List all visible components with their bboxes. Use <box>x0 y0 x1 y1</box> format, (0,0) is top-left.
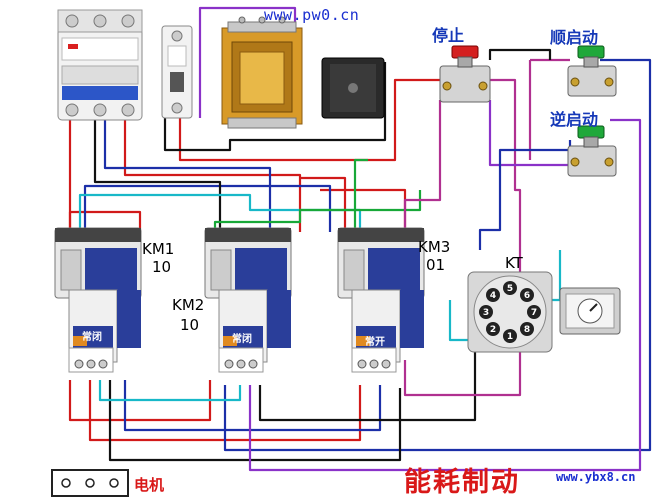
wire-black-3 <box>108 380 402 462</box>
motor-terminal-block <box>51 469 129 497</box>
timer-pin <box>479 305 493 319</box>
wire-purple-3 <box>488 100 570 167</box>
wire-blue-2 <box>123 380 382 432</box>
km3-relay-label: 常开 <box>365 337 385 348</box>
km1-relay-label: 常闭 <box>82 332 102 343</box>
timer-pin-number: 2 <box>490 325 496 335</box>
stop-button-label: 停止 <box>432 26 465 45</box>
timer-pin-number: 1 <box>507 332 513 342</box>
wire-red-5 <box>300 176 347 232</box>
km2-code: 10 <box>180 316 200 334</box>
timer-pin-number: 6 <box>524 291 530 301</box>
reverse-start-button[interactable] <box>567 125 617 177</box>
timer-pin-number: 3 <box>483 308 489 318</box>
timer-pins: 4 5 678 1 23 <box>479 281 541 343</box>
km1-code: 10 <box>152 258 172 276</box>
km2-relay-label: 常闭 <box>232 334 252 345</box>
wire-purple-2 <box>403 78 522 397</box>
km1-name: KM1 <box>142 240 175 258</box>
forward-button-label: 顺启动 <box>550 28 599 47</box>
timer-pin <box>503 329 517 343</box>
wire-cyan-3 <box>98 380 242 402</box>
transformer <box>221 16 303 129</box>
timer-pin <box>486 288 500 302</box>
timer-pin <box>527 305 541 319</box>
wire-green-1 <box>213 190 422 232</box>
main-breaker[interactable] <box>57 9 143 121</box>
timer-name: KT <box>505 254 523 272</box>
motor-label: 电机 <box>134 476 165 494</box>
time-relay <box>559 287 621 335</box>
stop-button[interactable] <box>439 45 491 103</box>
site-url-top: www.pw0.cn <box>264 6 360 24</box>
wire-cyan-1 <box>78 193 362 285</box>
reverse-button-label: 逆启动 <box>550 110 599 129</box>
wire-red-3 <box>178 78 440 162</box>
timer-socket: 4 5 678 1 23 <box>467 271 553 353</box>
control-breaker[interactable] <box>161 25 193 119</box>
contactor-km1 <box>54 227 142 373</box>
wire-red-4 <box>68 210 142 232</box>
wire-purple-1 <box>198 6 297 118</box>
timer-pin-number: 5 <box>507 284 513 294</box>
forward-start-button[interactable] <box>567 45 617 97</box>
wire-blue-3 <box>223 58 652 452</box>
timer-pin-number: 7 <box>531 308 537 318</box>
timer-pin <box>503 281 517 295</box>
wire-black-2 <box>163 62 387 152</box>
site-url-bottom: www.ybx8.cn <box>556 470 636 484</box>
timer-pin-number: 4 <box>490 291 496 301</box>
wires <box>68 6 652 472</box>
wire-purple-4 <box>403 100 442 232</box>
timer-pin-number: 8 <box>524 325 530 335</box>
km2-name: KM2 <box>172 296 205 314</box>
wire-blue-1 <box>103 118 272 232</box>
contactor-km3 <box>337 227 425 373</box>
timer-pin <box>486 322 500 336</box>
wire-black-5 <box>488 48 552 60</box>
contactor-km2 <box>204 227 292 373</box>
bridge-rectifier <box>321 57 385 119</box>
wire-blue-5 <box>478 140 572 250</box>
diagram-title: 能耗制动 <box>404 467 520 498</box>
wire-green-2 <box>353 158 368 232</box>
wire-purple-5 <box>248 118 642 472</box>
km3-code: 01 <box>426 256 446 274</box>
wire-black-4 <box>258 350 477 422</box>
timer-pin <box>520 322 534 336</box>
km3-name: KM3 <box>418 238 451 256</box>
wire-black-1 <box>93 118 222 232</box>
wire-red-2 <box>123 118 302 232</box>
timer-pin <box>520 288 534 302</box>
